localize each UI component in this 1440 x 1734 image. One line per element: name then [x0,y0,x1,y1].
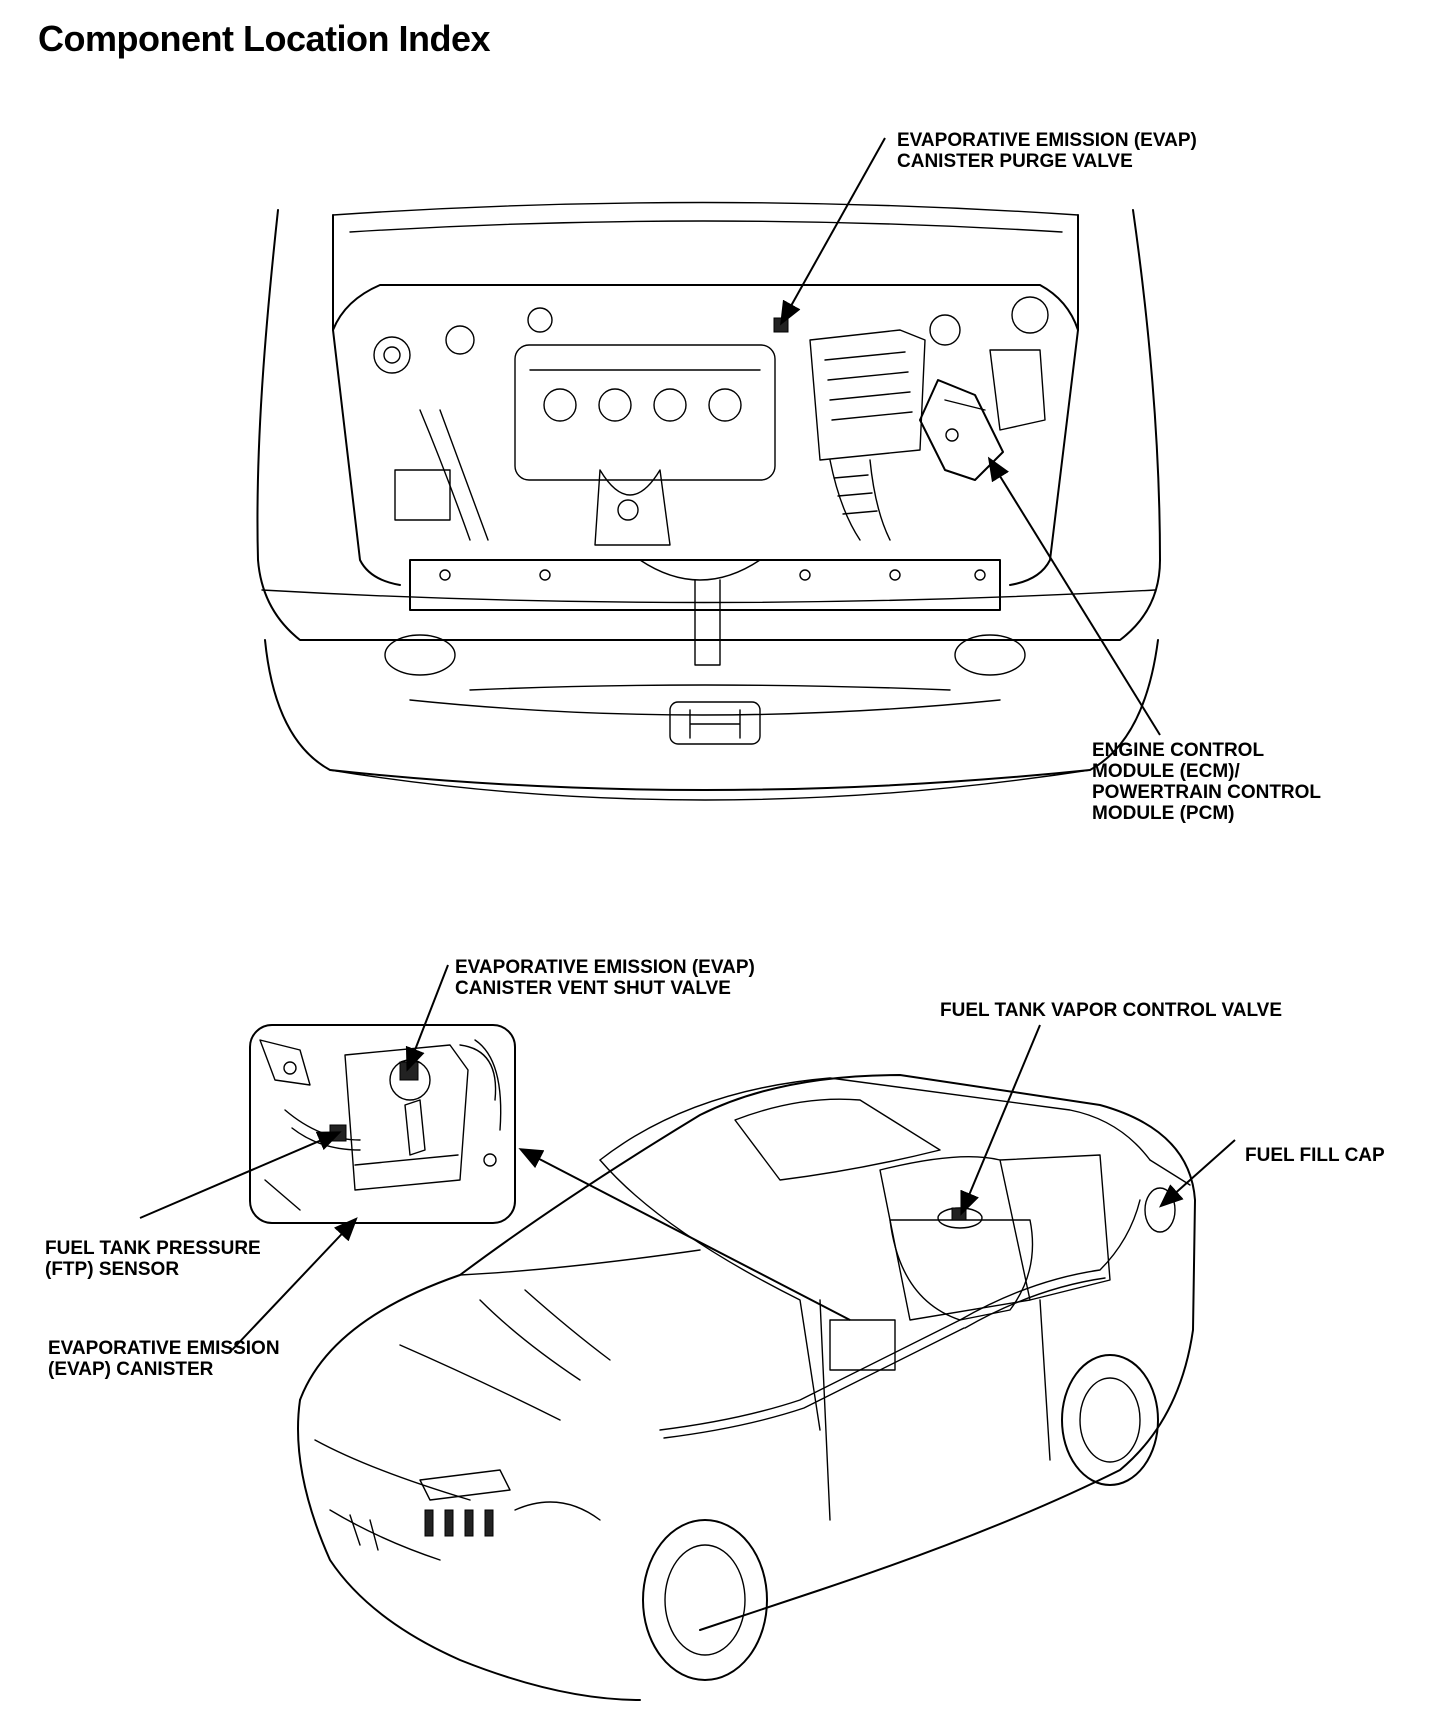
evap-canister-pointer [231,1217,358,1351]
sedan-illustration [297,1074,1196,1701]
page-title: Component Location Index [38,18,491,59]
callout-evap-canister: EVAPORATIVE EMISSION (EVAP) CANISTER [48,1338,280,1380]
callout-purge-valve: EVAPORATIVE EMISSION (EVAP) CANISTER PUR… [897,130,1197,172]
callout-ecm-pcm: ENGINE CONTROL MODULE (ECM)/ POWERTRAIN … [1092,740,1322,824]
canister-detail-illustration [249,1024,516,1224]
callout-ftp-sensor: FUEL TANK PRESSURE (FTP) SENSOR [45,1238,261,1280]
vapor-valve-pointer [960,1024,1041,1216]
inset-connector-arrow [518,1148,851,1321]
engine-bay-illustration [256,201,1161,801]
ecm-pointer [987,456,1161,736]
purge-valve-pointer [780,137,886,326]
callout-vapor-control-valve: FUEL TANK VAPOR CONTROL VALVE [940,1000,1283,1021]
callout-vent-shut-valve: EVAPORATIVE EMISSION (EVAP) CANISTER VEN… [455,957,755,999]
vent-shut-valve-pointer [405,964,449,1072]
fuel-cap-pointer [1159,1139,1236,1208]
callout-fuel-fill-cap: FUEL FILL CAP [1245,1145,1385,1166]
ftp-sensor-pointer [139,1131,342,1219]
